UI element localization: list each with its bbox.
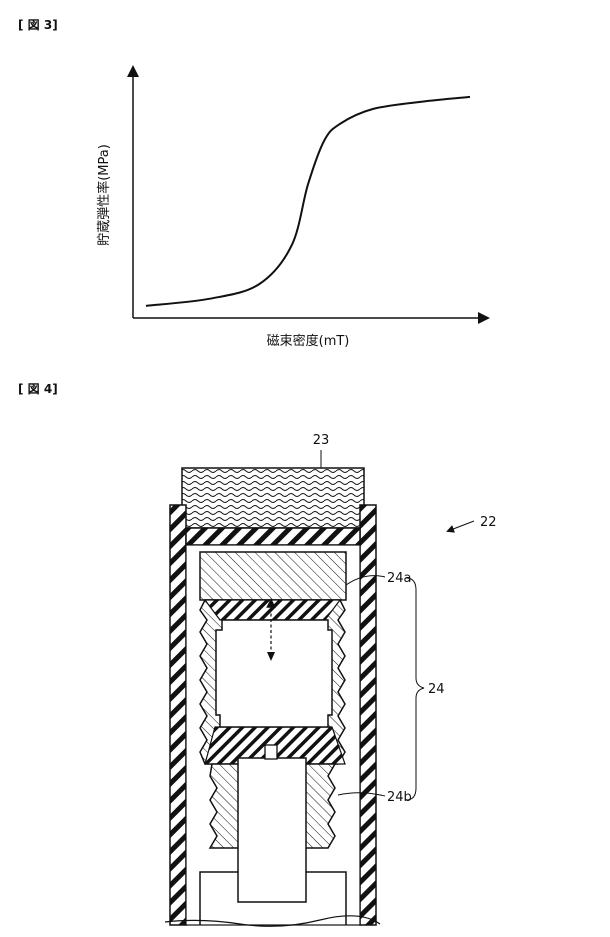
rod-tip [264, 744, 278, 760]
ref-23: 23 [313, 433, 330, 448]
figure3-chart: 磁束密度(mT) 貯蔵弾性率(MPa) [96, 65, 490, 349]
displacement-arrow-down [267, 652, 275, 661]
leader-24b [337, 792, 386, 797]
ref-24: 24 [428, 682, 445, 697]
y-axis-label: 貯蔵弾性率(MPa) [96, 144, 112, 246]
ref-24a: 24a [387, 571, 412, 586]
x-axis-label: 磁束密度(mT) [267, 333, 350, 349]
piston-rod [237, 757, 307, 903]
break-line [164, 915, 381, 927]
cavity [215, 619, 333, 728]
cap-top [203, 599, 342, 621]
base-block [199, 871, 347, 925]
block-24a [199, 551, 347, 601]
ref-22: 22 [480, 515, 497, 530]
housing-right-wall [359, 504, 377, 926]
figure4-label: [ 図 4] [18, 382, 58, 396]
leader-24a [345, 575, 386, 586]
figure3-label: [ 図 3] [18, 18, 58, 32]
leader-22 [446, 520, 475, 533]
pad-23 [181, 467, 365, 529]
housing-left-wall [169, 504, 187, 926]
storage-modulus-curve [145, 95, 471, 307]
housing-top [185, 527, 361, 546]
bracket-24 [405, 577, 425, 801]
ref-24b: 24b [387, 790, 412, 805]
